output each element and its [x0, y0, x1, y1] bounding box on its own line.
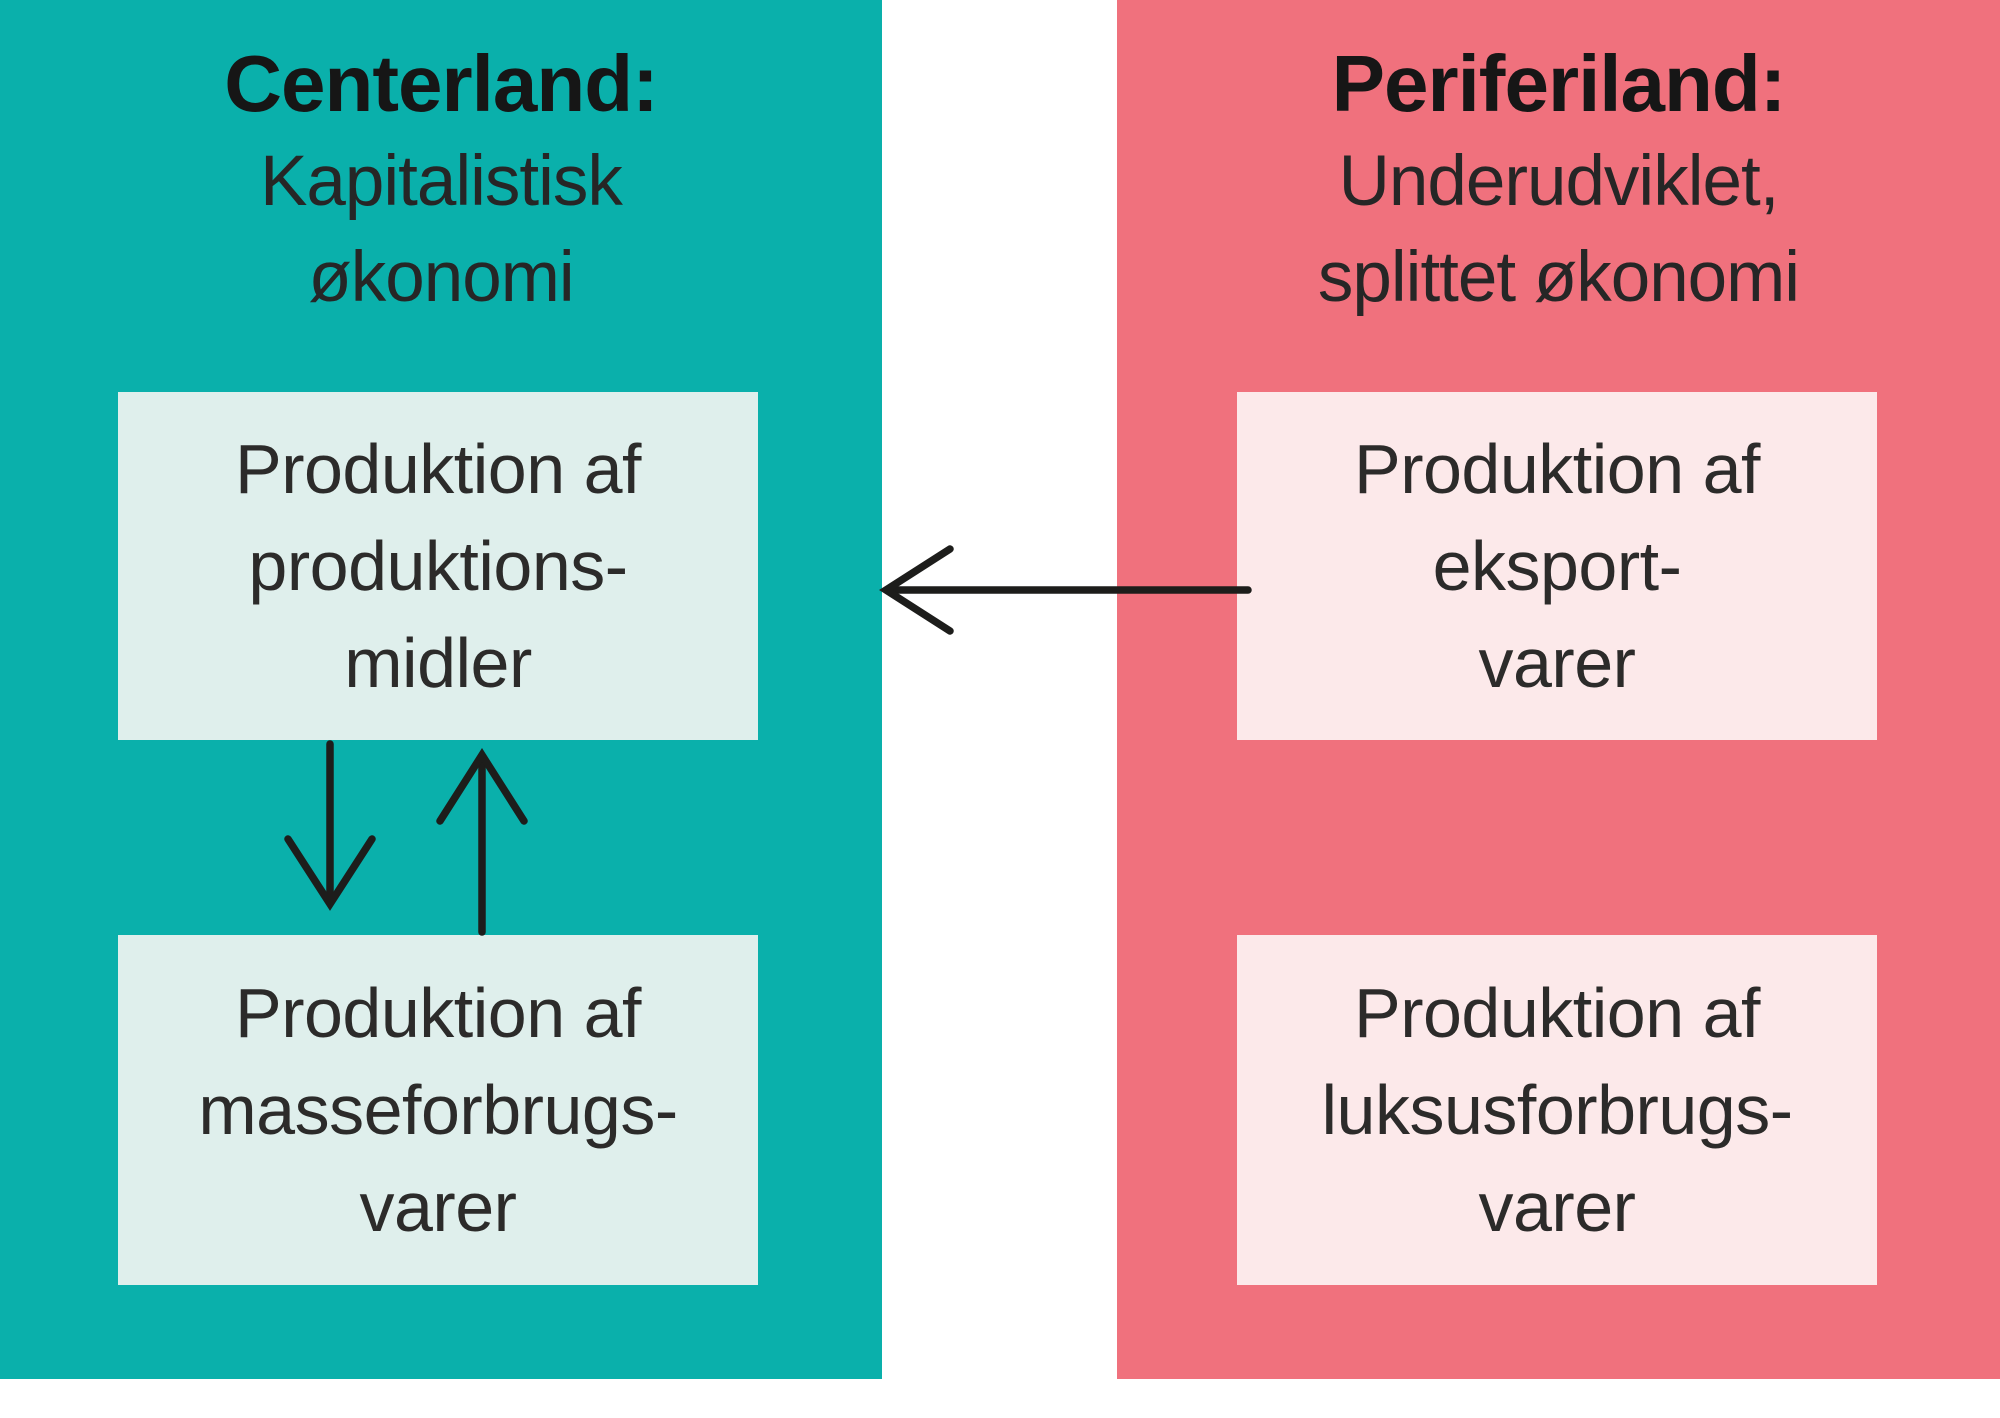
periferiland-subtitle-line-1: Underudviklet,: [1338, 142, 1780, 221]
box-luksusforbrugsvarer: Produktion af luksusforbrugs- varer: [1237, 935, 1877, 1285]
periferiland-heading: Periferiland: Underudviklet, splittet øk…: [1117, 34, 2000, 326]
box-text-line: produktions-: [248, 526, 628, 605]
box-text-line: Produktion af: [1354, 973, 1760, 1052]
centerland-title: Centerland:: [224, 39, 659, 128]
box-text-line: eksport-: [1432, 526, 1682, 605]
periferiland-subtitle-line-2: splittet økonomi: [1317, 238, 1800, 317]
box-eksportvarer: Produktion af eksport- varer: [1237, 392, 1877, 740]
panel-centerland: Centerland: Kapitalistisk økonomi Produk…: [0, 0, 882, 1379]
box-text-line: Produktion af: [235, 973, 641, 1052]
box-text-line: midler: [344, 623, 532, 702]
panel-periferiland: Periferiland: Underudviklet, splittet øk…: [1117, 0, 2000, 1379]
periferiland-title: Periferiland:: [1331, 39, 1787, 128]
box-text-line: Produktion af: [1354, 429, 1760, 508]
centerland-heading: Centerland: Kapitalistisk økonomi: [0, 34, 882, 326]
box-masseforbrugsvarer: Produktion af masseforbrugs- varer: [118, 935, 758, 1285]
box-text-line: varer: [1478, 623, 1636, 702]
centerland-subtitle-line-2: økonomi: [308, 238, 574, 317]
centerland-subtitle-line-1: Kapitalistisk: [260, 142, 623, 221]
box-text-line: Produktion af: [235, 429, 641, 508]
box-text-line: masseforbrugs-: [198, 1070, 678, 1149]
box-text-line: luksusforbrugs-: [1321, 1070, 1793, 1149]
box-text-line: varer: [359, 1167, 517, 1246]
box-text-line: varer: [1478, 1167, 1636, 1246]
box-produktionsmidler: Produktion af produktions- midler: [118, 392, 758, 740]
